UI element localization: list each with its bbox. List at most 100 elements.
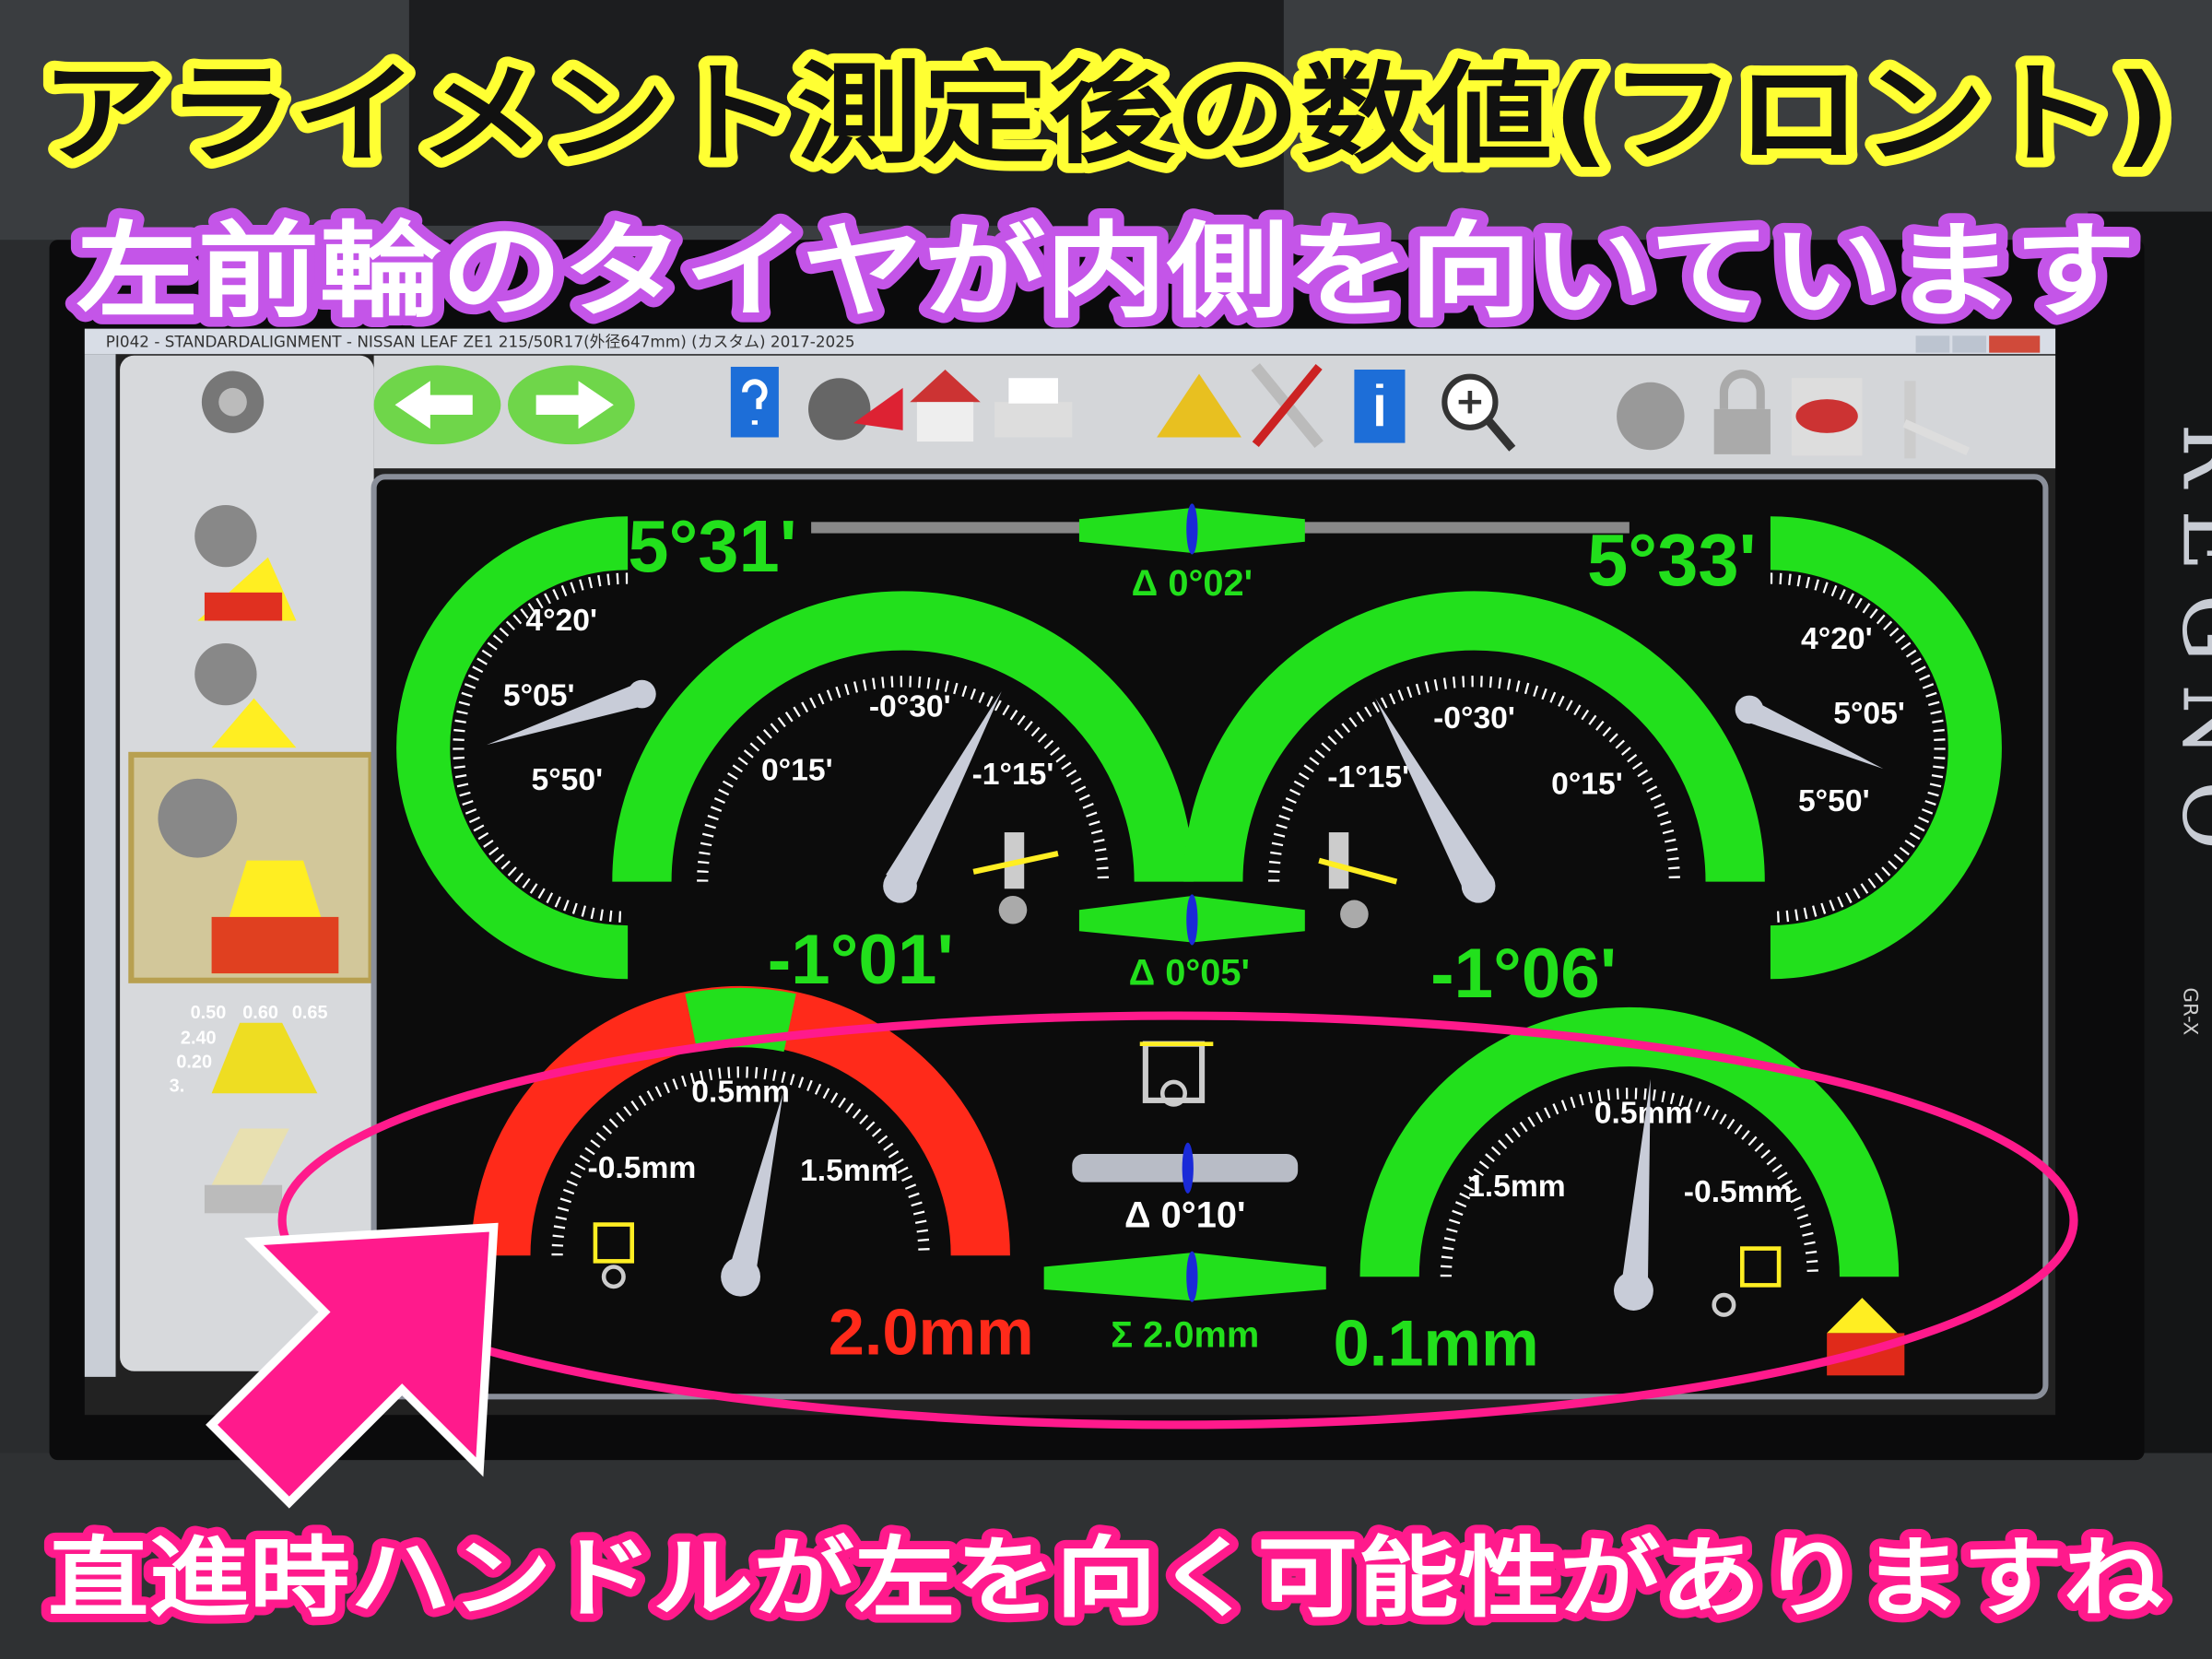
center-marker <box>1186 894 1198 946</box>
arrow-right-icon <box>535 381 614 429</box>
lock-icon <box>1713 408 1771 454</box>
center-marker <box>1182 1142 1194 1194</box>
sidebar-item-print-report[interactable] <box>204 1128 289 1214</box>
measure-icon <box>1157 373 1241 438</box>
window-title: PI042 - STANDARDALIGNMENT - NISSAN LEAF … <box>106 333 855 351</box>
scrollbar[interactable] <box>84 354 116 1377</box>
center-marker <box>1186 1251 1198 1302</box>
tools-button[interactable] <box>1251 363 1324 449</box>
right-caster-gauge: 4°20' 5°05' 5°50' 5°33' <box>1587 516 2002 980</box>
screwdriver-icon <box>1252 364 1323 448</box>
wheel-camber-icon <box>972 832 1059 924</box>
tick-label: 1.5mm <box>800 1154 899 1188</box>
summary-cell: 0.65 <box>292 1003 328 1023</box>
needle <box>487 684 647 746</box>
right-camber-gauge: -0°30' -1°15' 0°15' -1°06' <box>1183 591 1765 1013</box>
wheel-icon <box>194 642 257 706</box>
car-icon <box>211 698 297 748</box>
zoom-in-button[interactable] <box>1441 373 1516 452</box>
help-button[interactable] <box>730 366 779 438</box>
camber-delta-value: Δ 0°05' <box>1129 952 1250 993</box>
right-toe-value: 0.1mm <box>1334 1307 1539 1380</box>
summary-cell: 0.20 <box>176 1053 212 1073</box>
minimize-button[interactable] <box>1915 335 1950 353</box>
vehicle-data-button[interactable] <box>1791 378 1863 456</box>
tick-label: 5°05' <box>503 678 575 712</box>
tick-label: 0.5mm <box>1594 1096 1693 1130</box>
gear-wheel-icon <box>1617 382 1685 451</box>
right-camber-value: -1°06' <box>1430 935 1617 1013</box>
tire-model-text: GR-X <box>2178 987 2201 1035</box>
lift-button[interactable] <box>1902 381 1971 459</box>
settings-button[interactable] <box>1617 382 1685 451</box>
tick-label: -0°30' <box>869 690 951 724</box>
total-toe-value: Σ 2.0mm <box>1111 1315 1259 1356</box>
steering-toe-icon <box>1712 1246 1782 1317</box>
tick-label: 0°15' <box>1551 768 1623 802</box>
sidebar-item-toe-selected[interactable] <box>128 751 374 983</box>
forward-button[interactable] <box>508 365 635 445</box>
steering-toe-icon <box>593 1222 635 1289</box>
steering-toe-icon <box>1139 1041 1214 1107</box>
headline: アライメント測定後の数値(フロント) <box>41 51 2171 179</box>
document-icon <box>211 1128 289 1185</box>
question-icon <box>742 379 768 425</box>
maximize-button[interactable] <box>1952 335 1987 353</box>
tire-brand-logo: REGNO <box>2163 423 2212 873</box>
tick-label: 0.5mm <box>691 1075 790 1109</box>
printer-icon <box>994 402 1073 438</box>
center-marker <box>1186 503 1198 555</box>
wheel-camber-icon <box>1318 832 1398 929</box>
left-caster-gauge: 4°20' 5°05' 5°50' 5°31' <box>396 505 797 980</box>
sidebar-item-caster[interactable] <box>194 504 297 621</box>
measure-button[interactable] <box>1157 373 1241 438</box>
needle-hub <box>1735 695 1764 724</box>
pointer-arrow <box>206 1222 499 1509</box>
back-button[interactable] <box>373 365 501 445</box>
tick-label: 5°50' <box>1798 784 1870 818</box>
car-icon <box>211 1022 318 1094</box>
tick-label: -0°30' <box>1433 701 1515 735</box>
needle <box>1375 698 1493 892</box>
needle <box>726 1093 783 1281</box>
needle <box>886 691 1002 889</box>
sidebar-item-summary[interactable]: 0.50 0.60 0.65 2.40 0.20 3. <box>170 1003 328 1097</box>
summary-cell: 3. <box>170 1077 185 1097</box>
close-button[interactable] <box>1989 335 2041 353</box>
right-caster-value: 5°33' <box>1587 519 1757 601</box>
highlight-ellipse <box>277 1011 2078 1430</box>
tick-label: -1°15' <box>972 758 1054 792</box>
toe-delta-value: Δ 0°10' <box>1124 1195 1245 1236</box>
left-camber-gauge: -0°30' 0°15' -1°15' -1°01' <box>612 591 1194 999</box>
needle-hub <box>628 679 656 709</box>
floor <box>0 1453 2212 1659</box>
sidebar-item-rim-runout[interactable] <box>201 371 265 433</box>
wheel-alignment-button[interactable] <box>808 378 903 441</box>
left-caster-value: 5°31' <box>628 505 797 587</box>
info-button[interactable] <box>1354 370 1406 443</box>
tick-label: 4°20' <box>525 604 597 638</box>
tick-label: 0°15' <box>761 753 833 787</box>
wheel-icon <box>808 378 871 441</box>
lock-button[interactable] <box>1713 370 1771 454</box>
tire <box>408 0 1284 226</box>
window-controls <box>1915 335 2041 353</box>
home-button[interactable] <box>910 370 981 442</box>
printer-icon <box>204 1184 283 1214</box>
tick-label: 5°05' <box>1833 697 1905 731</box>
tick-label: 4°20' <box>1801 622 1873 656</box>
print-button[interactable] <box>994 378 1073 438</box>
arrow-left-icon <box>394 381 473 429</box>
wheel-icon <box>158 778 238 858</box>
sidebar-item-camber[interactable] <box>194 642 297 748</box>
total-toe-indicator <box>1043 1253 1326 1301</box>
caster-delta-value: Δ 0°02' <box>1132 563 1253 604</box>
needle-hub <box>1614 1271 1653 1311</box>
summary-cell: 2.40 <box>181 1029 217 1049</box>
left-camber-value: -1°01' <box>768 921 954 999</box>
needle-hub <box>883 868 917 903</box>
summary-cell: 0.60 <box>242 1003 278 1023</box>
tick-label: -0.5mm <box>1684 1175 1793 1209</box>
subheadline: 左前輪のタイヤが内側を向いています <box>76 211 2136 333</box>
